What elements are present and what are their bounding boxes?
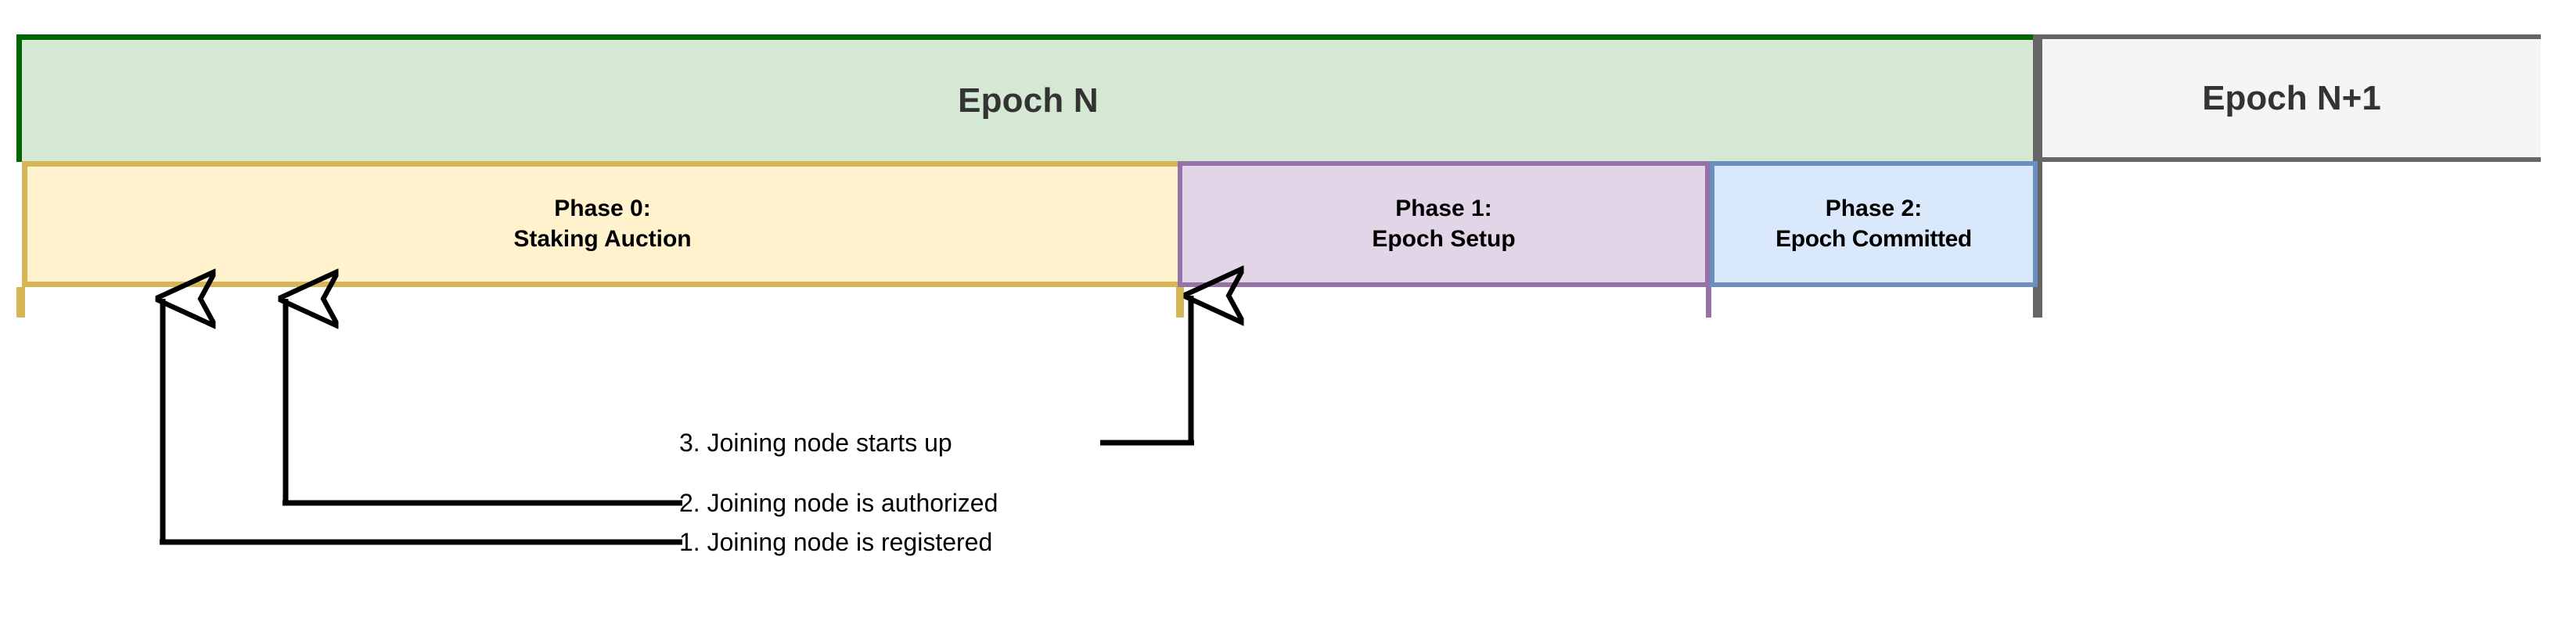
phase-1-title: Phase 1: (1395, 196, 1492, 222)
phase-0-left-tick (16, 287, 25, 318)
phase-0-subtitle: Staking Auction (513, 225, 692, 252)
phase-1-subtitle: Epoch Setup (1372, 225, 1516, 252)
phase-2-subtitle: Epoch Committed (1775, 225, 1972, 252)
phase-1-box: Phase 1: Epoch Setup (1178, 161, 1710, 287)
phase-0-box: Phase 0: Staking Auction (22, 161, 1183, 287)
epoch-n-left-edge (16, 34, 25, 162)
epoch-n1-band: Epoch N+1 (2042, 34, 2541, 162)
phase-2-title: Phase 2: (1825, 196, 1923, 222)
callout-2-label: 2. Joining node is authorized (679, 489, 998, 517)
phase-1-right-tick (1706, 287, 1711, 318)
epoch-n1-label: Epoch N+1 (2202, 78, 2381, 117)
phase-0-right-tick (1176, 287, 1184, 318)
callout-3-label: 3. Joining node starts up (679, 429, 952, 457)
phase-2-box: Phase 2: Epoch Committed (1710, 161, 2038, 287)
epoch-n-label: Epoch N (958, 81, 1099, 120)
epoch-n-band: Epoch N (22, 34, 2035, 161)
callout-1-label: 1. Joining node is registered (679, 528, 993, 556)
phase-0-title: Phase 0: (554, 196, 651, 222)
